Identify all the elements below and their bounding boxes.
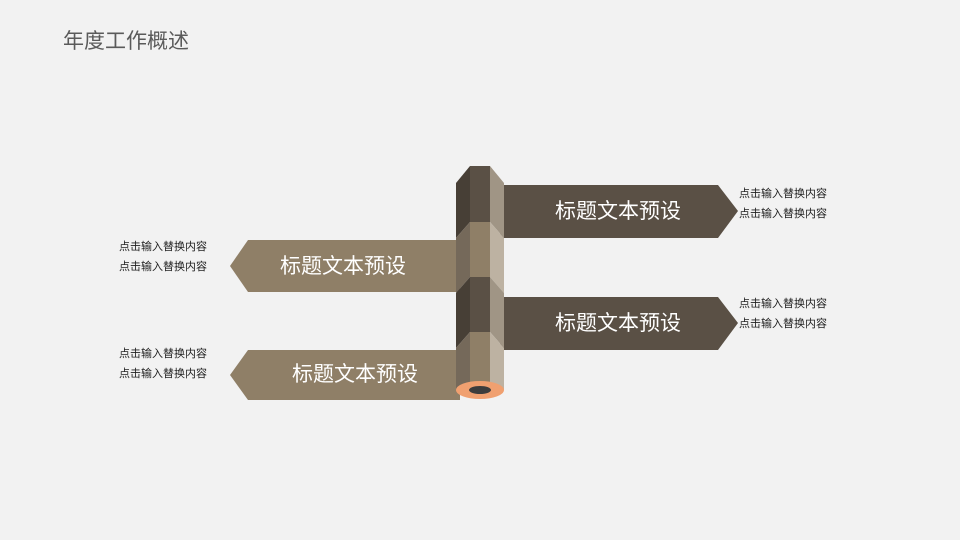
desc-2: 点击输入替换内容点击输入替换内容 [119,240,207,273]
desc-1: 点击输入替换内容点击输入替换内容 [739,187,827,220]
arrow-left-1[interactable] [230,240,460,292]
arrow-label-4: 标题文本预设 [292,362,418,386]
desc-4: 点击输入替换内容点击输入替换内容 [119,347,207,380]
arrow-left-2[interactable] [230,350,460,400]
desc-3: 点击输入替换内容点击输入替换内容 [739,297,827,330]
arrow-right-1[interactable] [500,185,738,238]
arrow-right-2[interactable] [500,297,738,350]
arrow-label-1: 标题文本预设 [555,199,681,223]
pillar [456,166,504,399]
arrow-label-2: 标题文本预设 [280,254,406,278]
slide-title: 年度工作概述 [63,29,189,53]
arrow-label-3: 标题文本预设 [555,311,681,335]
